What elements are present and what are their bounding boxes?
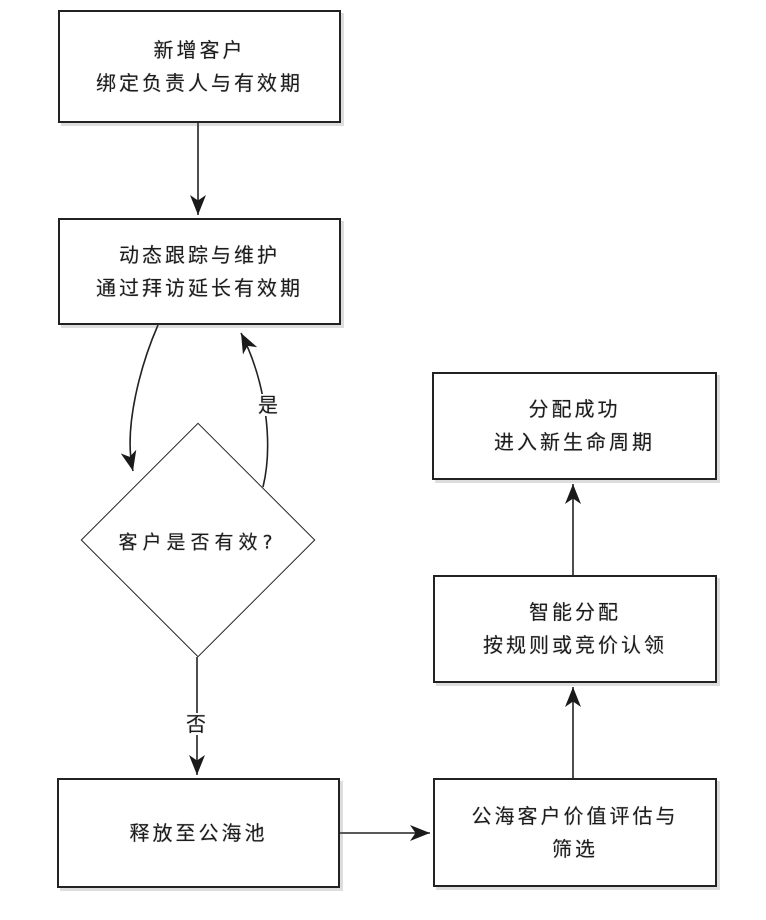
node-release-pool: 释放至公海池 [57,778,340,888]
node-dynamic-tracking: 动态跟踪与维护 通过拜访延长有效期 [58,218,341,325]
node-smart-assign: 智能分配 按规则或竞价认领 [433,575,717,683]
node-decision-label: 客户是否有效? [118,531,278,554]
node-value-evaluation: 公海客户价值评估与 筛选 [433,778,717,887]
edge-label-yes: 是 [257,393,279,417]
node-assign-success: 分配成功 进入新生命周期 [432,372,717,480]
edge-label-no: 否 [185,712,207,736]
edge-tracking-to-decision [120,324,159,472]
node-new-customer: 新增客户 绑定负责人与有效期 [58,10,341,123]
